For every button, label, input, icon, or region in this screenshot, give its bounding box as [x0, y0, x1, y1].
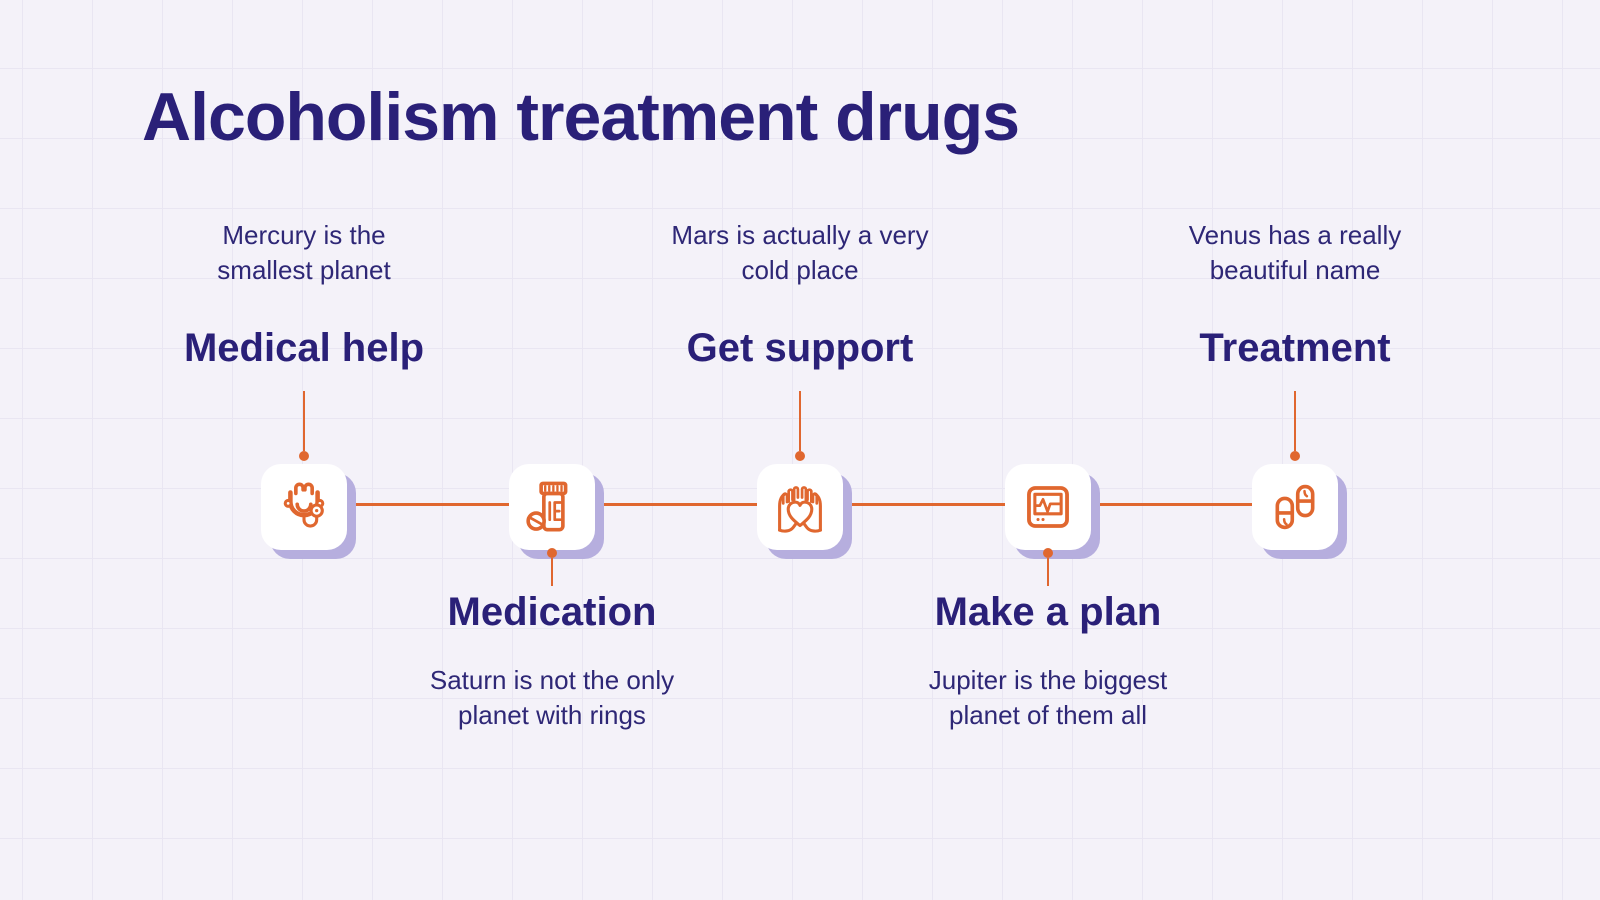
- step-label: Treatment: [1199, 326, 1391, 370]
- step-label: Get support: [686, 326, 914, 370]
- icon-card: [261, 464, 347, 550]
- connector-vline: [1294, 391, 1296, 451]
- stethoscope-icon: [283, 482, 325, 528]
- icon-card: [509, 464, 595, 550]
- step-label: Medication: [447, 590, 657, 634]
- pill-bottle-icon: [526, 481, 568, 532]
- connector-dot: [1290, 451, 1300, 461]
- icon-card: [1005, 464, 1091, 550]
- connector-dot: [547, 548, 557, 558]
- step-label: Medical help: [183, 326, 425, 370]
- icon-card: [757, 464, 843, 550]
- step-description: Jupiter is the biggest planet of them al…: [928, 665, 1168, 730]
- connector-vline: [551, 558, 553, 586]
- step-description: Mercury is the smallest planet: [217, 220, 391, 285]
- capsules-icon: [1275, 484, 1315, 530]
- step-description: Mars is actually a very cold place: [671, 220, 929, 285]
- connector-dot: [1043, 548, 1053, 558]
- slide-title: Alcoholism treatment drugs: [142, 79, 1020, 155]
- connector-dot: [795, 451, 805, 461]
- connector-vline: [303, 391, 305, 451]
- step-description: Venus has a really beautiful name: [1188, 220, 1402, 285]
- heart-monitor-icon: [1027, 486, 1069, 528]
- step-label: Make a plan: [934, 590, 1162, 634]
- hands-holding-heart-icon: [778, 486, 822, 533]
- connector-dot: [299, 451, 309, 461]
- icon-card: [1252, 464, 1338, 550]
- connector-vline: [1047, 558, 1049, 586]
- step-description: Saturn is not the only planet with rings: [429, 665, 675, 730]
- connector-vline: [799, 391, 801, 451]
